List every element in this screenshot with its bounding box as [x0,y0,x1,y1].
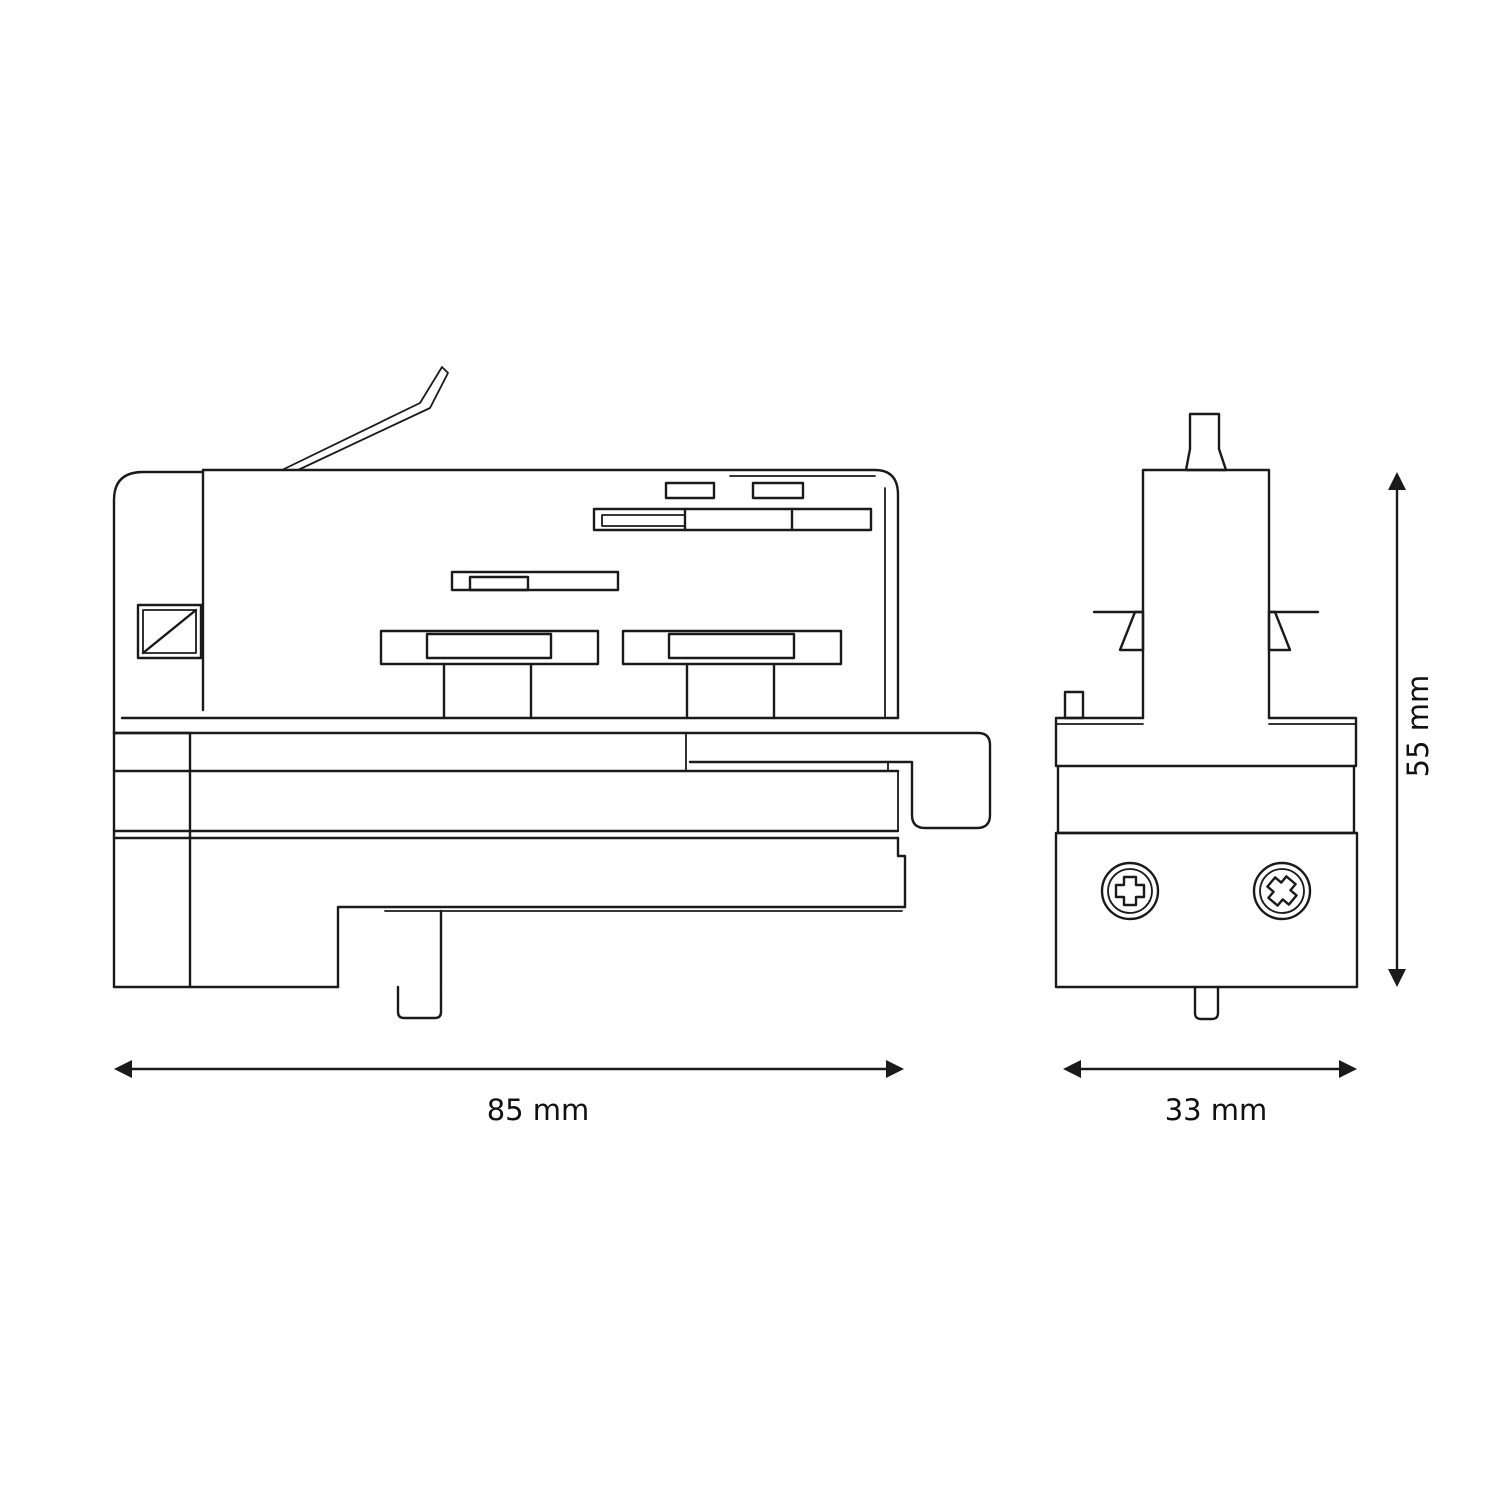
left-end-cap [112,470,205,735]
arrowhead-right [1339,1060,1357,1078]
middle-block [1056,764,1356,835]
dimension-85mm: 85 mm [114,1060,904,1127]
slot-top-2 [751,481,805,500]
side-wings [1092,610,1320,652]
arrowhead-left [114,1060,132,1078]
dimension-55mm: 55 mm [1388,472,1435,987]
middle-band [112,731,900,989]
lower-body [112,829,907,989]
top-pin-side [1184,412,1228,472]
screw-right-icon [1252,861,1312,921]
dimension-label-width: 85 mm [487,1093,590,1127]
dimension-label-depth: 33 mm [1165,1093,1268,1127]
selector-switch [136,603,203,660]
arrowhead-down [1388,969,1406,987]
shoulder-band [1054,716,1358,768]
latch-hook [684,731,992,830]
small-pin-side [1063,690,1085,720]
screw-left-icon [1100,861,1160,921]
slot-top-1 [664,481,716,500]
upper-column [1141,468,1271,720]
bottom-pin-front [396,985,443,1020]
contact-wire [281,366,449,471]
arrowhead-up [1388,472,1406,490]
base-block [1054,831,1359,989]
bottom-pin-side [1193,985,1220,1021]
arrowhead-left [1063,1060,1081,1078]
middle-slot-bar [450,570,620,592]
t-contact-left [379,629,600,720]
arrowhead-right [886,1060,904,1078]
side-view [1054,412,1359,1021]
dimension-33mm: 33 mm [1063,1060,1357,1127]
dimension-label-height: 55 mm [1401,675,1435,778]
upper-slot-bar [592,507,873,532]
t-contact-right [621,629,843,720]
front-view [112,366,992,1020]
upper-body-outline [201,468,900,720]
